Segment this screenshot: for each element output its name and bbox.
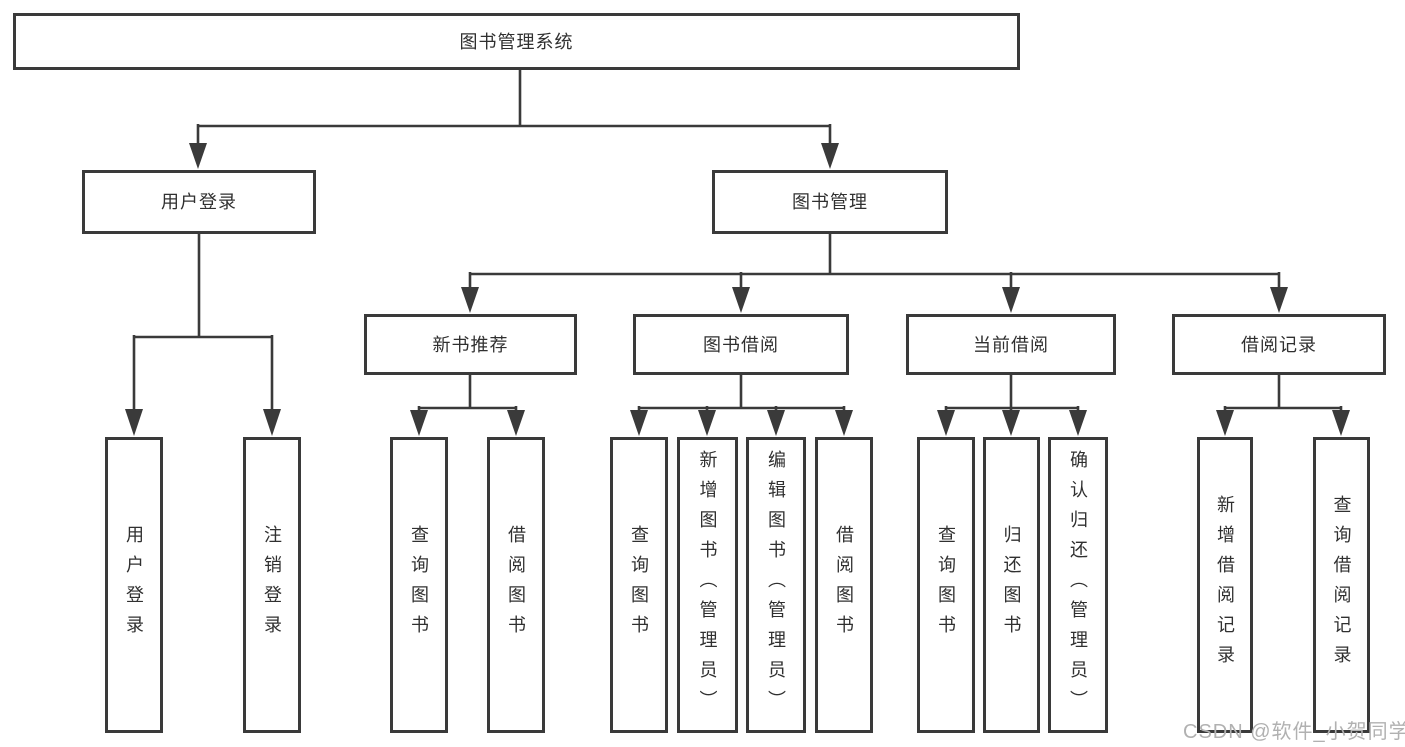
arrow-head [461,287,479,313]
arrowheads [125,143,1350,436]
node-borrow-books-1: 借阅图书 [487,437,545,733]
connector-line [468,234,1281,292]
arrow-head [263,409,281,436]
arrow-head [630,410,648,436]
node-query-books-3: 查询图书 [917,437,975,733]
node-query-books-2: 查询图书 [610,437,668,733]
node-add-books-admin: 新增图书（管理员） [677,437,738,733]
node-borrow-books-2: 借阅图书 [815,437,873,733]
arrow-head [410,410,428,436]
node-confirm-return-admin: 确认归还（管理员） [1048,437,1108,733]
node-query-borrow-record: 查询借阅记录 [1313,437,1370,733]
node-library-management-system: 图书管理系统 [13,13,1020,70]
node-edit-books-admin: 编辑图书（管理员） [746,437,806,733]
csdn-watermark: CSDN @软件_小贺同学 [1183,721,1405,743]
connector-line [944,375,1080,414]
arrow-head [1069,410,1087,436]
node-return-books: 归还图书 [983,437,1040,733]
node-book-borrowing: 图书借阅 [633,314,849,375]
arrow-head [698,410,716,436]
arrow-head [767,410,785,436]
connector-line [417,375,518,414]
connectors [132,70,1343,414]
connector-line [132,234,274,414]
arrow-head [1270,287,1288,313]
node-book-management-module: 图书管理 [712,170,948,234]
connector-line [1223,375,1343,414]
arrow-head [937,410,955,436]
node-new-book-recommend: 新书推荐 [364,314,577,375]
node-current-borrowing: 当前借阅 [906,314,1116,375]
node-borrowing-records: 借阅记录 [1172,314,1386,375]
node-logout: 注销登录 [243,437,301,733]
arrow-head [125,409,143,436]
node-add-borrow-record: 新增借阅记录 [1197,437,1253,733]
arrow-head [1002,410,1020,436]
arrow-head [1216,410,1234,436]
arrow-head [1332,410,1350,436]
arrow-head [821,143,839,169]
arrow-head [835,410,853,436]
node-query-books-1: 查询图书 [390,437,448,733]
arrow-head [732,287,750,313]
node-user-login: 用户登录 [105,437,163,733]
connector-line [637,375,846,414]
arrow-head [507,410,525,436]
connector-line [196,70,832,147]
arrow-head [189,143,207,169]
node-user-login-module: 用户登录 [82,170,316,234]
arrow-head [1002,287,1020,313]
